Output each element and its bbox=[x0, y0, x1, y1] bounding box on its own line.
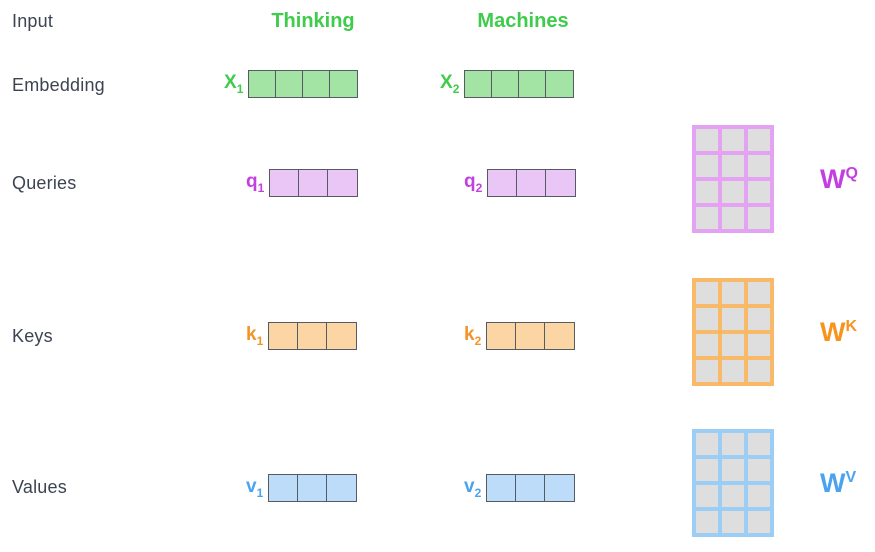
embedding-vector-x1: X1 bbox=[224, 70, 359, 98]
vector-cell bbox=[545, 323, 575, 349]
vector-cell bbox=[327, 475, 357, 501]
row-label-keys: Keys bbox=[12, 326, 53, 346]
key-cells-k2 bbox=[486, 322, 576, 350]
embedding-cells-x1 bbox=[248, 70, 359, 98]
value-cells-v1 bbox=[268, 474, 358, 502]
vector-cell bbox=[298, 323, 328, 349]
weight-matrix-wv bbox=[692, 429, 774, 537]
value-symbol-v2: v2 bbox=[464, 476, 482, 500]
matrix-cell bbox=[748, 181, 770, 203]
row-label-input: Input bbox=[12, 11, 54, 31]
matrix-cell bbox=[696, 207, 718, 229]
vector-cell bbox=[327, 323, 357, 349]
vector-cell bbox=[269, 323, 299, 349]
key-symbol-k1: k1 bbox=[246, 324, 264, 348]
matrix-cell bbox=[722, 207, 744, 229]
matrix-cell bbox=[748, 485, 770, 507]
matrix-cell bbox=[722, 433, 744, 455]
vector-cell bbox=[517, 170, 547, 196]
embedding-symbol-x2: X2 bbox=[440, 72, 460, 96]
embedding-symbol-x1: X1 bbox=[224, 72, 244, 96]
vector-cell bbox=[516, 323, 546, 349]
key-vector-k1: k1 bbox=[246, 322, 358, 350]
embedding-cells-x2 bbox=[464, 70, 575, 98]
query-cells-q2 bbox=[487, 169, 577, 197]
weight-label-wv: WV bbox=[820, 468, 857, 498]
matrix-cell bbox=[748, 207, 770, 229]
weight-label-wq: WQ bbox=[820, 164, 858, 194]
matrix-cell bbox=[696, 308, 718, 330]
weight-label-wk: WK bbox=[820, 317, 858, 347]
matrix-cell bbox=[696, 129, 718, 151]
value-cells-v2 bbox=[486, 474, 576, 502]
matrix-cell bbox=[696, 433, 718, 455]
vector-cell bbox=[519, 71, 547, 97]
row-label-queries: Queries bbox=[12, 173, 77, 193]
key-vector-k2: k2 bbox=[464, 322, 576, 350]
matrix-cell bbox=[696, 511, 718, 533]
vector-cell bbox=[488, 170, 518, 196]
column-header-thinking: Thinking bbox=[271, 10, 355, 32]
matrix-cell bbox=[748, 308, 770, 330]
query-cells-q1 bbox=[269, 169, 359, 197]
matrix-cell bbox=[696, 360, 718, 382]
matrix-cell bbox=[696, 181, 718, 203]
matrix-cell bbox=[748, 360, 770, 382]
vector-cell bbox=[328, 170, 358, 196]
row-label-embedding: Embedding bbox=[12, 75, 105, 95]
matrix-cell bbox=[722, 334, 744, 356]
query-symbol-q2: q2 bbox=[464, 171, 483, 195]
column-header-machines: Machines bbox=[477, 10, 569, 32]
value-symbol-v1: v1 bbox=[246, 476, 264, 500]
vector-cell bbox=[516, 475, 546, 501]
matrix-cell bbox=[722, 129, 744, 151]
value-vector-v2: v2 bbox=[464, 474, 576, 502]
matrix-cell bbox=[722, 459, 744, 481]
query-vector-q1: q1 bbox=[246, 169, 359, 197]
matrix-cell bbox=[748, 282, 770, 304]
matrix-cell bbox=[722, 308, 744, 330]
vector-cell bbox=[465, 71, 493, 97]
vector-cell bbox=[270, 170, 300, 196]
matrix-cell bbox=[696, 485, 718, 507]
matrix-cell bbox=[696, 155, 718, 177]
vector-cell bbox=[545, 475, 575, 501]
vector-cell bbox=[276, 71, 304, 97]
key-cells-k1 bbox=[268, 322, 358, 350]
matrix-cell bbox=[748, 459, 770, 481]
vector-cell bbox=[249, 71, 277, 97]
vector-cell bbox=[492, 71, 520, 97]
matrix-cell bbox=[722, 155, 744, 177]
matrix-cell bbox=[748, 334, 770, 356]
value-vector-v1: v1 bbox=[246, 474, 358, 502]
query-vector-q2: q2 bbox=[464, 169, 577, 197]
matrix-cell bbox=[722, 282, 744, 304]
vector-cell bbox=[299, 170, 329, 196]
matrix-cell bbox=[722, 511, 744, 533]
matrix-cell bbox=[722, 181, 744, 203]
matrix-cell bbox=[748, 433, 770, 455]
matrix-cell bbox=[722, 485, 744, 507]
matrix-cell bbox=[748, 129, 770, 151]
matrix-cell bbox=[696, 334, 718, 356]
vector-cell bbox=[298, 475, 328, 501]
matrix-cell bbox=[696, 459, 718, 481]
vector-cell bbox=[269, 475, 299, 501]
matrix-cell bbox=[696, 282, 718, 304]
vector-cell bbox=[546, 71, 574, 97]
weight-matrix-wk bbox=[692, 278, 774, 386]
row-label-values: Values bbox=[12, 477, 67, 497]
vector-cell bbox=[487, 323, 517, 349]
vector-cell bbox=[546, 170, 576, 196]
matrix-cell bbox=[748, 155, 770, 177]
weight-matrix-wq bbox=[692, 125, 774, 233]
query-symbol-q1: q1 bbox=[246, 171, 265, 195]
key-symbol-k2: k2 bbox=[464, 324, 482, 348]
embedding-vector-x2: X2 bbox=[440, 70, 575, 98]
matrix-cell bbox=[748, 511, 770, 533]
vector-cell bbox=[303, 71, 331, 97]
vector-cell bbox=[330, 71, 358, 97]
vector-cell bbox=[487, 475, 517, 501]
matrix-cell bbox=[722, 360, 744, 382]
